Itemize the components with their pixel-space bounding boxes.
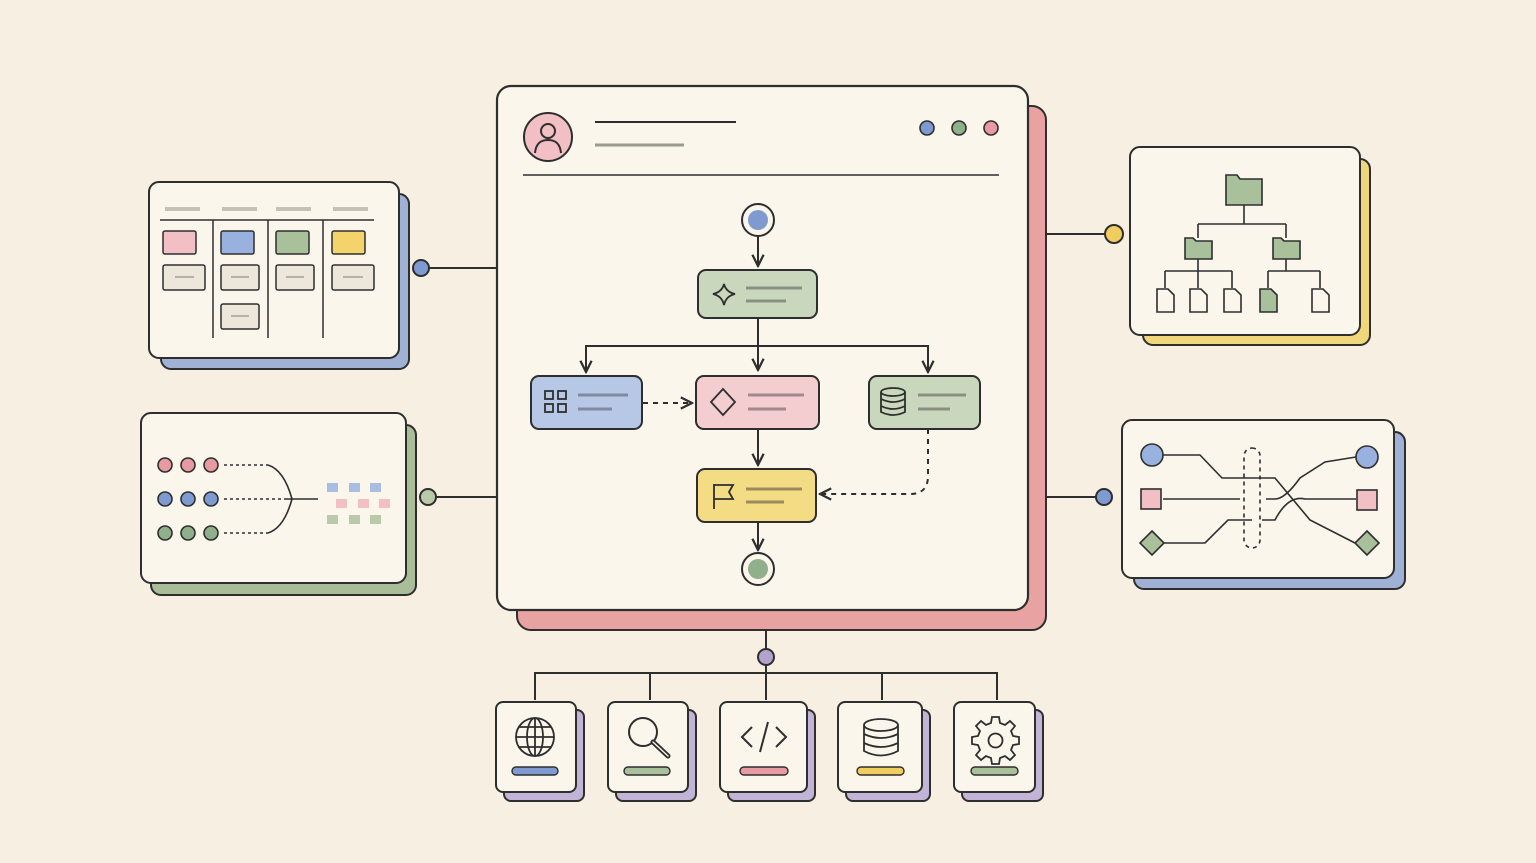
sparkle-icon (712, 283, 736, 306)
route-node-diamond (1353, 529, 1381, 557)
file-tree-panel (1129, 146, 1371, 346)
route-node-circle (1140, 443, 1164, 467)
tool-card-search[interactable] (607, 701, 697, 802)
code-icon (740, 721, 788, 753)
tool-bar (970, 766, 1019, 776)
tool-bar (739, 766, 789, 776)
data-merge-panel (140, 412, 417, 596)
file-icon (1259, 288, 1278, 313)
kanban-connector-dot (412, 259, 430, 277)
tool-card-globe[interactable] (495, 701, 585, 802)
window-dot-green[interactable] (951, 120, 967, 136)
merge-connector-dot (419, 488, 437, 506)
tool-card-code[interactable] (719, 701, 816, 802)
search-icon (628, 717, 671, 759)
file-icon (1189, 288, 1208, 313)
flag-icon (713, 484, 735, 509)
user-icon (534, 123, 562, 154)
route-node-square (1356, 489, 1378, 511)
tool-bar (511, 766, 559, 776)
routing-panel (1121, 419, 1406, 590)
window-dot-blue[interactable] (919, 120, 935, 136)
folder-icon (1184, 237, 1301, 260)
tool-bar (623, 766, 671, 776)
trigger-step[interactable] (697, 269, 818, 319)
database-icon (863, 718, 899, 757)
window-controls (919, 120, 999, 136)
globe-icon (515, 717, 555, 757)
kanban-card[interactable] (331, 230, 366, 255)
avatar[interactable] (523, 112, 573, 162)
source-dots (157, 457, 219, 541)
kanban-cards (162, 230, 375, 330)
kanban-card[interactable] (162, 230, 197, 255)
grid-icon (544, 390, 567, 413)
start-node (741, 203, 775, 237)
kanban-card[interactable] (275, 230, 310, 255)
tools-connector-dot (757, 648, 775, 666)
main-window (495, 84, 1047, 631)
route-node-square (1140, 488, 1162, 510)
folder-icon (1225, 174, 1263, 206)
route-node-diamond (1138, 529, 1166, 557)
gear-icon (971, 716, 1020, 765)
kanban-board-panel (148, 181, 410, 370)
file-icon (1156, 288, 1175, 313)
file-icon (1311, 288, 1330, 313)
flow-arrows (586, 236, 928, 550)
database-step[interactable] (868, 375, 981, 430)
route-node-circle (1355, 445, 1379, 469)
connector-dots (412, 224, 1124, 666)
tool-bar (856, 766, 905, 776)
diamond-icon (709, 387, 737, 417)
end-node (741, 552, 775, 586)
kanban-card[interactable] (220, 230, 255, 255)
window-dot-pink[interactable] (983, 120, 999, 136)
database-icon (880, 387, 906, 416)
decision-step[interactable] (695, 375, 820, 430)
grid-step[interactable] (530, 375, 643, 430)
goal-step[interactable] (696, 468, 817, 523)
file-icon (1223, 288, 1242, 313)
file-icons (1156, 288, 1330, 313)
tool-card-database[interactable] (837, 701, 931, 802)
routing-connector-dot (1095, 488, 1113, 506)
tree-connector-dot (1104, 224, 1124, 244)
merged-output (327, 483, 390, 524)
tool-cards (495, 701, 1044, 802)
tool-card-settings[interactable] (953, 701, 1044, 802)
